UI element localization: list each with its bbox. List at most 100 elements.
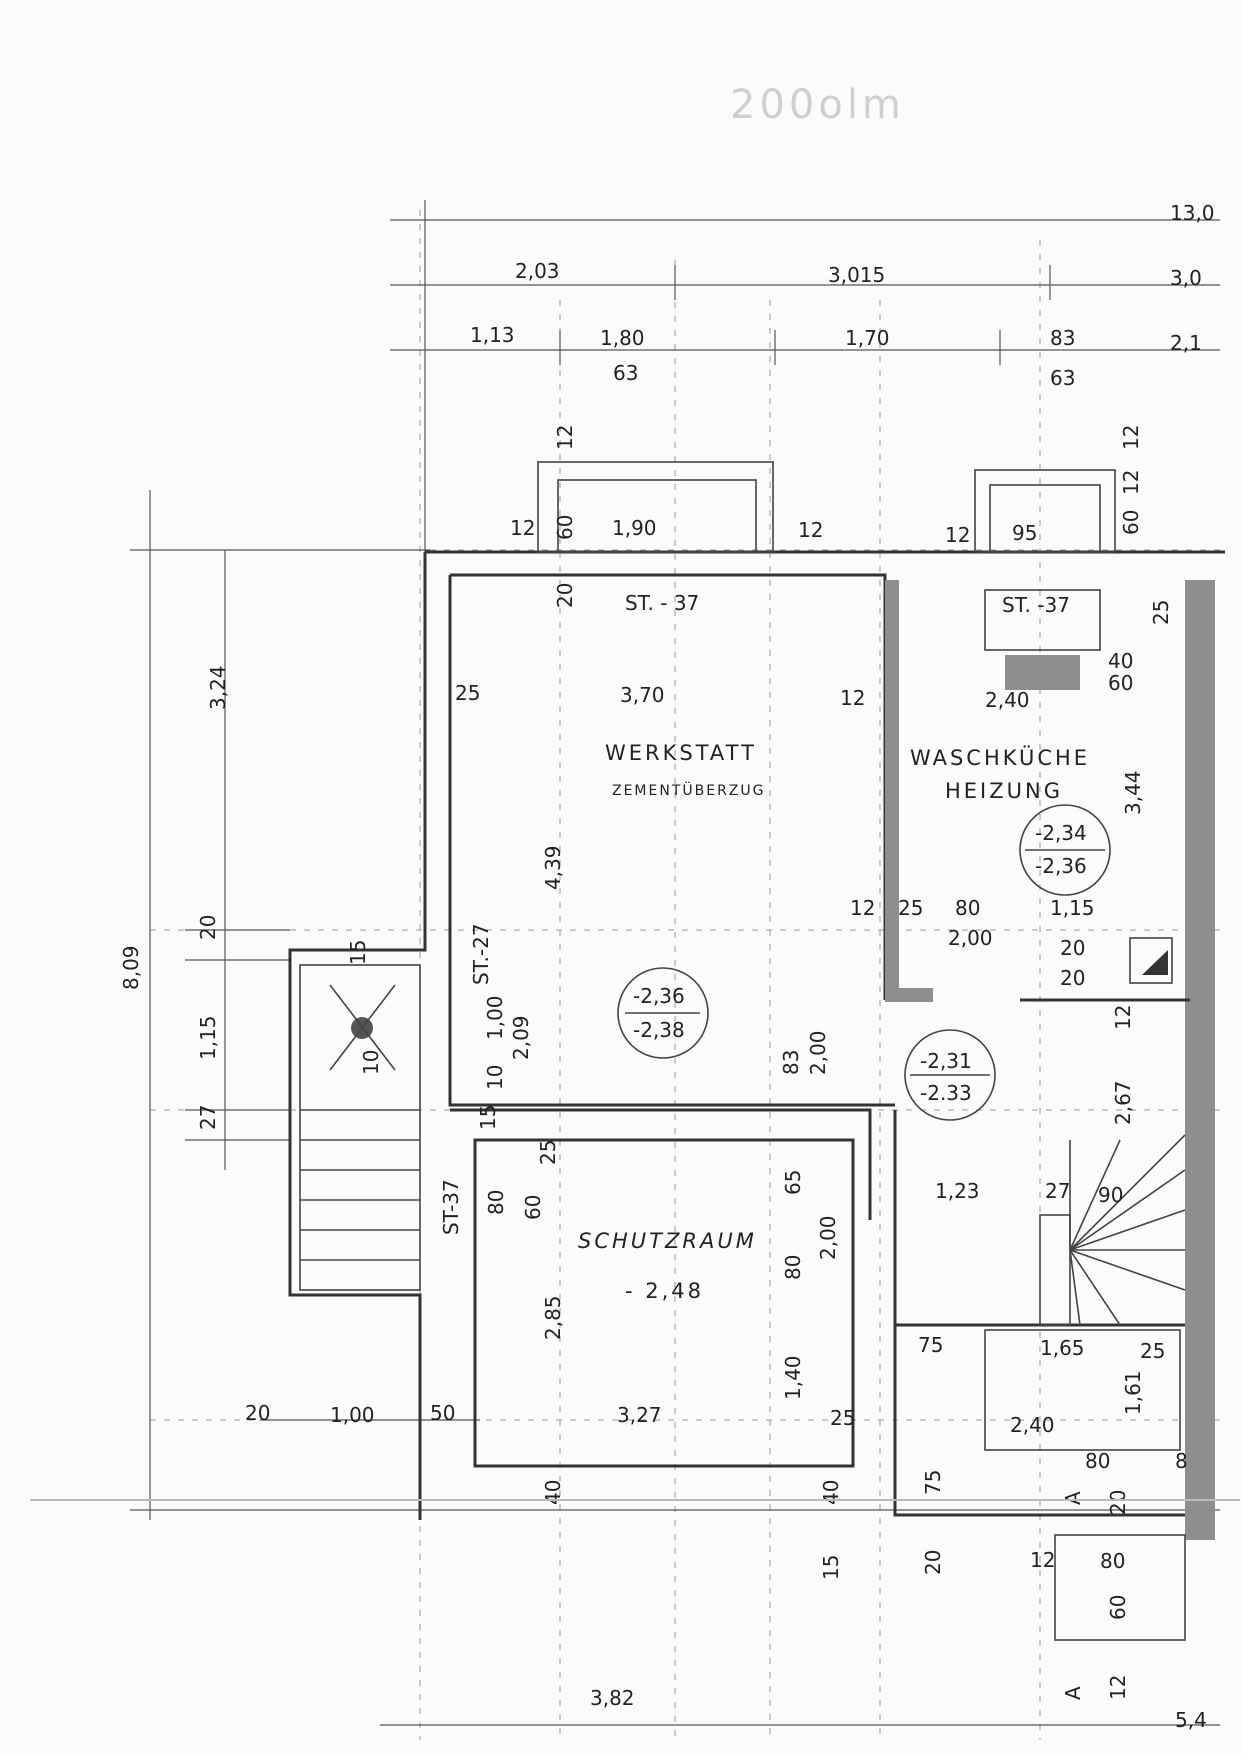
dim-4-39: 4,39 bbox=[541, 845, 565, 890]
dim-80b: 80 bbox=[484, 1190, 508, 1215]
werkstatt-level-top: -2,36 bbox=[633, 984, 685, 1008]
flur-level-top: -2,31 bbox=[920, 1049, 972, 1073]
room-sub-waschkueche: HEIZUNG bbox=[945, 779, 1063, 803]
dim-12a: 12 bbox=[840, 686, 865, 710]
dim-1-61: 1,61 bbox=[1121, 1370, 1145, 1415]
dim-20c: 20 bbox=[1060, 936, 1085, 960]
dim-top-2-03: 2,03 bbox=[515, 259, 560, 283]
dim-w-12a: 12 bbox=[553, 425, 577, 450]
dim-60c: 60 bbox=[521, 1195, 545, 1220]
dim-83: 83 bbox=[779, 1050, 803, 1075]
dim-top-3-015: 3,015 bbox=[828, 263, 885, 287]
werkstatt-level-bottom: -2,38 bbox=[633, 1018, 685, 1042]
room-name-waschkueche: WASCHKÜCHE bbox=[910, 745, 1090, 770]
dim-80e: 80 bbox=[1100, 1549, 1125, 1573]
room-level-schutzraum: - 2,48 bbox=[625, 1279, 704, 1303]
dim-20f: 20 bbox=[1106, 1490, 1130, 1515]
dim-w-12c: 12 bbox=[798, 518, 823, 542]
dim-27b: 27 bbox=[1045, 1179, 1070, 1203]
dim-12b: 12 bbox=[850, 896, 875, 920]
section-mark-a-bottom: A bbox=[1061, 1686, 1085, 1700]
tag-st37-top: ST. - 37 bbox=[625, 591, 699, 615]
dim-1-15b: 1,15 bbox=[1050, 896, 1095, 920]
room-name-schutzraum: SCHUTZRAUM bbox=[578, 1229, 757, 1253]
section-mark-a-top: A bbox=[1061, 1491, 1085, 1505]
dim-1-15: 1,15 bbox=[196, 1015, 220, 1060]
dim-top-1-80: 1,80 bbox=[600, 326, 645, 350]
dim-1-23: 1,23 bbox=[935, 1179, 980, 1203]
dim-1-00b: 1,00 bbox=[330, 1403, 375, 1427]
level-markers bbox=[617, 804, 1111, 1121]
dim-80a: 80 bbox=[955, 896, 980, 920]
dim-75a: 75 bbox=[918, 1333, 943, 1357]
top-dimension-lines bbox=[390, 200, 1220, 560]
dim-40c: 40 bbox=[819, 1480, 843, 1505]
dim-10b: 10 bbox=[483, 1065, 507, 1090]
dim-20g: 20 bbox=[921, 1550, 945, 1575]
dim-top-1-13: 1,13 bbox=[470, 323, 515, 347]
dim-w-95: 95 bbox=[1012, 521, 1037, 545]
dim-12e: 12 bbox=[1106, 1675, 1130, 1700]
dim-15a: 15 bbox=[346, 940, 370, 965]
dim-10a: 10 bbox=[359, 1050, 383, 1075]
dim-3-82: 3,82 bbox=[590, 1686, 635, 1710]
dim-25b: 25 bbox=[898, 896, 923, 920]
dim-8-09: 8,09 bbox=[119, 945, 143, 990]
dim-60: 60 bbox=[1108, 671, 1133, 695]
dim-w-12e: 12 bbox=[1119, 425, 1143, 450]
waschkueche-level-top: -2,34 bbox=[1035, 821, 1087, 845]
dim-w-12b: 12 bbox=[510, 516, 535, 540]
dim-90: 90 bbox=[1098, 1183, 1123, 1207]
dim-w-12d: 12 bbox=[945, 523, 970, 547]
dim-w-20: 20 bbox=[553, 583, 577, 608]
dim-25c: 25 bbox=[536, 1140, 560, 1165]
flur-level-circle bbox=[904, 1029, 996, 1121]
tag-st37-wasch: ST. -37 bbox=[1002, 593, 1070, 617]
dim-12d: 12 bbox=[1030, 1548, 1055, 1572]
dim-top-total: 13,0 bbox=[1170, 201, 1215, 225]
dim-top-83: 83 bbox=[1050, 326, 1075, 350]
dim-3-24: 3,24 bbox=[206, 665, 230, 710]
dim-top-63a: 63 bbox=[613, 361, 638, 385]
dim-20d: 20 bbox=[1060, 966, 1085, 990]
waschkueche-level-bottom: -2,36 bbox=[1035, 854, 1087, 878]
dim-25: 25 bbox=[455, 681, 480, 705]
dim-1-65: 1,65 bbox=[1040, 1336, 1085, 1360]
flur-level-bottom: -2.33 bbox=[920, 1081, 972, 1105]
dim-2-00a: 2,00 bbox=[948, 926, 993, 950]
dim-3-44: 3,44 bbox=[1121, 770, 1145, 815]
dim-2-09: 2,09 bbox=[509, 1015, 533, 1060]
dim-40: 40 bbox=[1108, 649, 1133, 673]
waschkueche-level-circle bbox=[1019, 804, 1111, 896]
dim-3-27: 3,27 bbox=[617, 1403, 662, 1427]
dim-15c: 15 bbox=[819, 1555, 843, 1580]
tag-st27: ST.-27 bbox=[469, 923, 493, 985]
dim-12c: 12 bbox=[1111, 1005, 1135, 1030]
dim-top-63b: 63 bbox=[1050, 366, 1075, 390]
dim-80d: 80 bbox=[1085, 1449, 1110, 1473]
dim-8: 8 bbox=[1175, 1449, 1188, 1473]
pencil-note: 200olm bbox=[730, 82, 905, 128]
dim-w-12f: 12 bbox=[1119, 470, 1143, 495]
dim-2-85: 2,85 bbox=[541, 1295, 565, 1340]
dim-27: 27 bbox=[196, 1105, 220, 1130]
dim-20e: 20 bbox=[245, 1401, 270, 1425]
left-dimension-lines bbox=[130, 490, 1220, 1726]
dim-25e: 25 bbox=[830, 1406, 855, 1430]
dim-5-4: 5,4 bbox=[1175, 1708, 1207, 1732]
drain-symbol bbox=[329, 984, 396, 1071]
dim-50: 50 bbox=[430, 1401, 455, 1425]
dim-15b: 15 bbox=[476, 1105, 500, 1130]
dim-w-25a: 25 bbox=[1149, 600, 1173, 625]
dim-2-40b: 2,40 bbox=[1010, 1413, 1055, 1437]
dim-w-1-90: 1,90 bbox=[612, 516, 657, 540]
dim-2-67: 2,67 bbox=[1111, 1080, 1135, 1125]
dim-top-1-70: 1,70 bbox=[845, 326, 890, 350]
dim-80c: 80 bbox=[781, 1255, 805, 1280]
dim-65: 65 bbox=[781, 1170, 805, 1195]
dim-2-40a: 2,40 bbox=[985, 688, 1030, 712]
dim-1-40: 1,40 bbox=[781, 1355, 805, 1400]
dim-w-60a: 60 bbox=[553, 515, 577, 540]
